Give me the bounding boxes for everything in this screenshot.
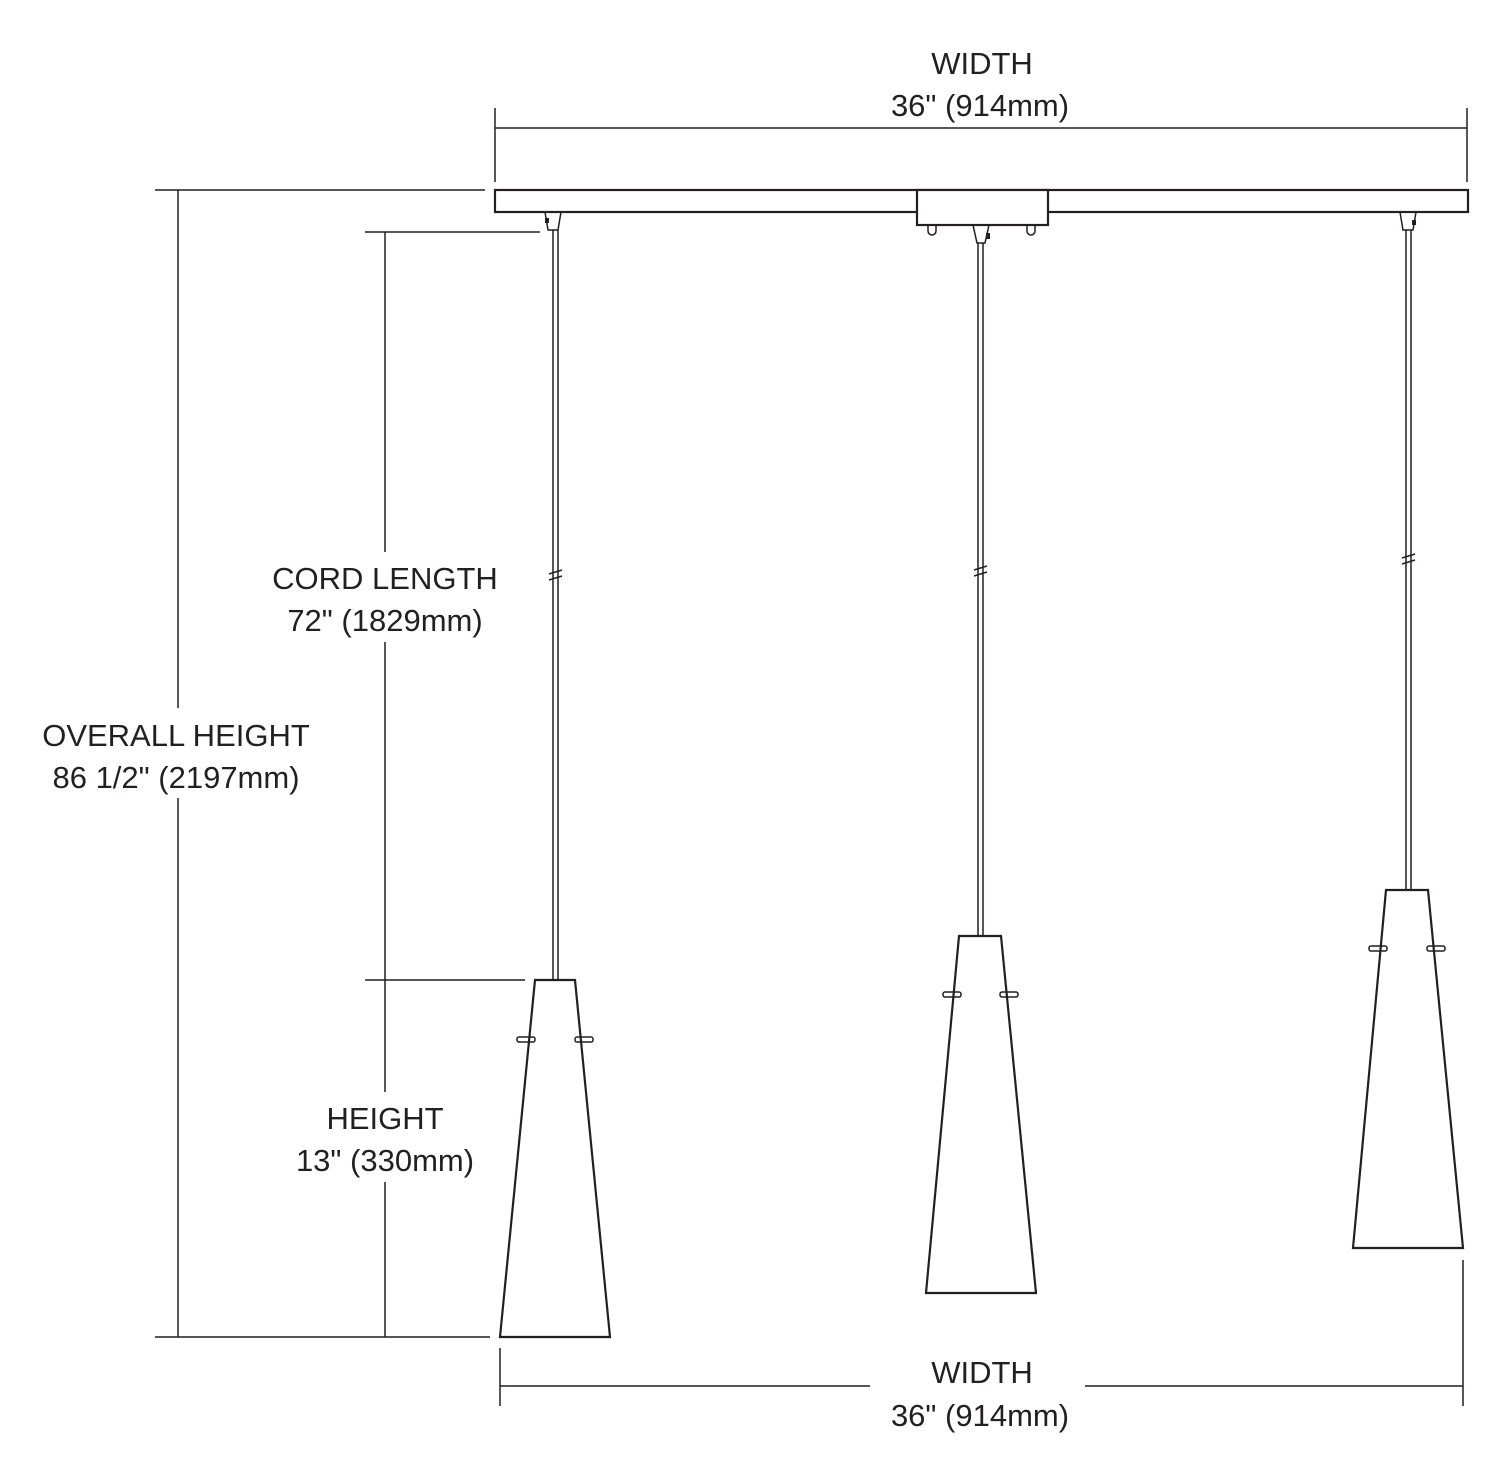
overall-height-label: OVERALL HEIGHT — [42, 718, 310, 753]
cord-length-value: 72" (1829mm) — [287, 603, 482, 638]
cord-length-dimension: CORD LENGTH 72" (1829mm) — [255, 231, 540, 1337]
pendant-right — [1351, 230, 1465, 1250]
overall-height-value: 86 1/2" (2197mm) — [52, 760, 299, 795]
pendant-middle — [924, 243, 1038, 1295]
bottom-width-dimension: WIDTH 36" (914mm) — [499, 1260, 1464, 1433]
cord-length-label: CORD LENGTH — [272, 561, 498, 596]
top-width-dimension: WIDTH 36" (914mm) — [494, 46, 1468, 182]
top-width-value: 36" (914mm) — [891, 88, 1069, 123]
bottom-width-value: 36" (914mm) — [891, 1398, 1069, 1433]
shade-height-label: HEIGHT — [326, 1101, 443, 1136]
top-width-label: WIDTH — [931, 46, 1033, 81]
overall-height-dimension: OVERALL HEIGHT 86 1/2" (2197mm) — [25, 189, 490, 1338]
canopy-bar — [493, 188, 1470, 244]
shade-height-value: 13" (330mm) — [296, 1143, 474, 1178]
shade-height-dimension: HEIGHT 13" (330mm) — [280, 1092, 490, 1182]
bottom-width-label: WIDTH — [931, 1355, 1033, 1390]
pendant-left — [498, 230, 612, 1339]
